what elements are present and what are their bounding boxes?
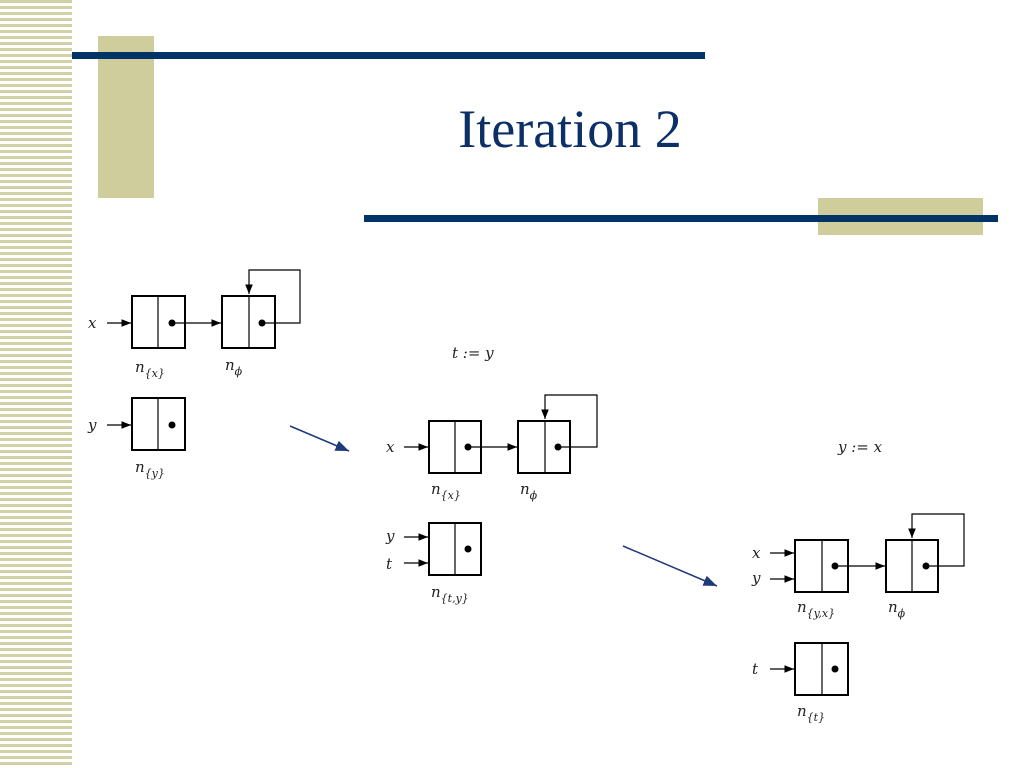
step-arrow-2 bbox=[622, 545, 718, 587]
node-nx bbox=[131, 295, 186, 349]
var-label-x: x bbox=[88, 314, 97, 332]
step-label-2: y := x bbox=[837, 438, 883, 456]
var-label-t: t bbox=[752, 660, 759, 678]
title-underline-rule bbox=[364, 215, 998, 222]
node-ny bbox=[131, 397, 186, 451]
node-label-nx: n{x} bbox=[135, 358, 165, 380]
var-label-y: y bbox=[385, 527, 395, 545]
top-left-accent-block bbox=[98, 36, 154, 198]
left-stripe-pattern bbox=[0, 0, 72, 768]
node-nty bbox=[428, 522, 482, 576]
graph-after-t-assign: x n{x} nϕ y t n{t,y} bbox=[385, 394, 598, 605]
var-label-y: y bbox=[751, 569, 761, 587]
node-label-nphi: nϕ bbox=[888, 598, 906, 620]
node-label-nphi: nϕ bbox=[225, 356, 243, 378]
self-loop-nphi bbox=[541, 394, 598, 448]
var-label-x: x bbox=[386, 438, 395, 456]
var-label-x: x bbox=[752, 544, 761, 562]
graph-initial: x n{x} nϕ y n{y} bbox=[87, 269, 301, 480]
node-label-nyx: n{y,x} bbox=[797, 598, 835, 620]
var-label-t: t bbox=[386, 555, 393, 573]
node-label-ny: n{y} bbox=[135, 458, 165, 480]
self-loop-nphi bbox=[245, 269, 301, 324]
node-label-nx: n{x} bbox=[431, 480, 461, 502]
node-label-nt: n{t} bbox=[797, 702, 825, 724]
node-nt bbox=[794, 642, 849, 696]
var-label-y: y bbox=[87, 416, 97, 434]
node-label-nty: n{t,y} bbox=[431, 583, 469, 605]
slide-title: Iteration 2 bbox=[458, 99, 682, 159]
step-arrow-1 bbox=[289, 425, 350, 452]
step-label-1: t := y bbox=[452, 344, 494, 362]
node-label-nphi: nϕ bbox=[520, 480, 538, 502]
top-rule bbox=[72, 52, 705, 59]
self-loop-nphi bbox=[908, 513, 965, 567]
node-nphi bbox=[221, 295, 276, 349]
graph-after-y-assign: x y n{y,x} nϕ t n{t} bbox=[751, 513, 965, 724]
